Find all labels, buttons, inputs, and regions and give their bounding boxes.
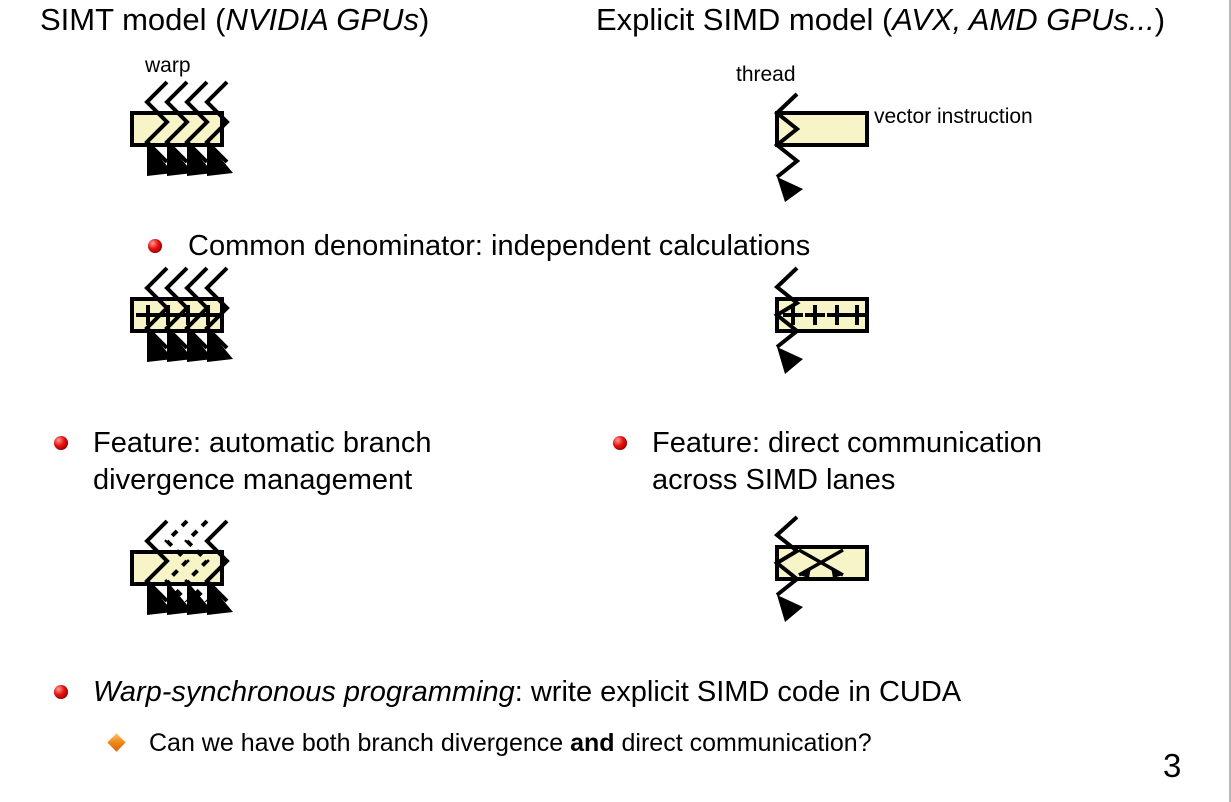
- warp-sync-rest: : write explicit SIMD code in CUDA: [514, 676, 962, 708]
- simt-divergence-svg: [130, 519, 233, 615]
- simt-divergence-active-lanes: [144, 519, 230, 603]
- bullet-warp-synchronous-programming: Warp-synchronous programming: write expl…: [54, 674, 961, 711]
- column-header-simd: Explicit SIMD model (AVX, AMD GPUs...): [596, 3, 1165, 37]
- bullet-feature-branch-divergence: Feature: automatic branch divergence man…: [54, 425, 524, 499]
- warp-sync-italic: Warp-synchronous programming: [93, 676, 515, 708]
- header-right-plain-2: ): [1154, 2, 1166, 37]
- bullet-question-text: Can we have both branch divergence and d…: [149, 727, 872, 759]
- simd-add-zigzag: [773, 266, 801, 349]
- caption-warp: warp: [145, 54, 191, 77]
- bullet-feature-direct-communication: Feature: direct communication across SIM…: [613, 425, 1113, 499]
- simd-add-plus-signs: [783, 305, 867, 325]
- column-header-simt: SIMT model (NVIDIA GPUs): [40, 3, 429, 37]
- bullet-common-denominator-text: Common denominator: independent calculat…: [188, 230, 811, 262]
- simt-add-arrowheads: [147, 328, 233, 362]
- thread-arrowhead: [777, 177, 803, 202]
- red-sphere-bullet-icon: [613, 436, 627, 450]
- warp-lane-zigzags: [144, 80, 230, 164]
- diagram-simd-independent-add: [765, 262, 885, 382]
- simt-add-svg: [130, 266, 233, 362]
- header-right-plain-1: Explicit SIMD model (: [596, 2, 893, 37]
- bullet-feature-direct-communication-text: Feature: direct communication across SIM…: [652, 427, 1043, 496]
- simd-add-arrowhead: [777, 347, 803, 374]
- red-sphere-bullet-icon: [148, 239, 162, 253]
- simt-divergence-arrowheads: [147, 581, 233, 615]
- simt-add-lane-zigzags: [144, 266, 230, 350]
- bullet-feature-branch-divergence-text: Feature: automatic branch divergence man…: [93, 427, 432, 496]
- simd-add-svg: [773, 266, 869, 374]
- caption-thread: thread: [736, 63, 796, 86]
- diagram-simt-branch-divergence: [120, 505, 240, 635]
- simt-warp-svg: [130, 80, 233, 176]
- bullet-common-denominator: Common denominator: independent calculat…: [148, 228, 810, 265]
- question-part-1: Can we have both branch divergence: [149, 729, 571, 757]
- caption-vector-instruction: vector instruction: [874, 105, 1033, 128]
- diagram-simt-warp: [120, 76, 240, 196]
- simd-communication-arrowhead: [777, 595, 803, 622]
- diagram-simd-cross-lane-communication: [765, 505, 885, 635]
- header-left-plain-1: SIMT model (: [40, 2, 226, 37]
- slide-number: 3: [1163, 747, 1182, 784]
- header-left-italic: NVIDIA GPUs: [225, 2, 419, 37]
- diagram-simt-independent-add: [120, 262, 240, 382]
- red-sphere-bullet-icon: [54, 436, 68, 450]
- red-sphere-bullet-icon: [54, 685, 68, 699]
- vector-instruction-box: [775, 111, 869, 147]
- cross-lane-arrowheads: [799, 567, 843, 578]
- simd-thread-svg: [773, 92, 869, 202]
- simd-communication-zigzag: [773, 515, 801, 597]
- orange-diamond-bullet-icon: [107, 733, 126, 752]
- simd-communication-svg: [773, 515, 869, 622]
- simt-divergence-inactive-lanes: [164, 519, 210, 603]
- simt-add-plus-signs: [136, 305, 220, 325]
- warp-lane-arrowheads: [147, 142, 233, 176]
- bullet-question-both-features: Can we have both branch divergence and d…: [107, 727, 872, 759]
- header-right-italic: AVX, AMD GPUs...: [892, 2, 1155, 37]
- bullet-warp-synchronous-programming-text: Warp-synchronous programming: write expl…: [93, 674, 961, 711]
- thread-zigzag: [773, 92, 801, 179]
- diagram-simd-thread: [765, 92, 885, 202]
- question-bold: and: [570, 729, 615, 757]
- question-part-2: direct communication?: [614, 729, 872, 757]
- header-left-plain-2: ): [418, 2, 430, 37]
